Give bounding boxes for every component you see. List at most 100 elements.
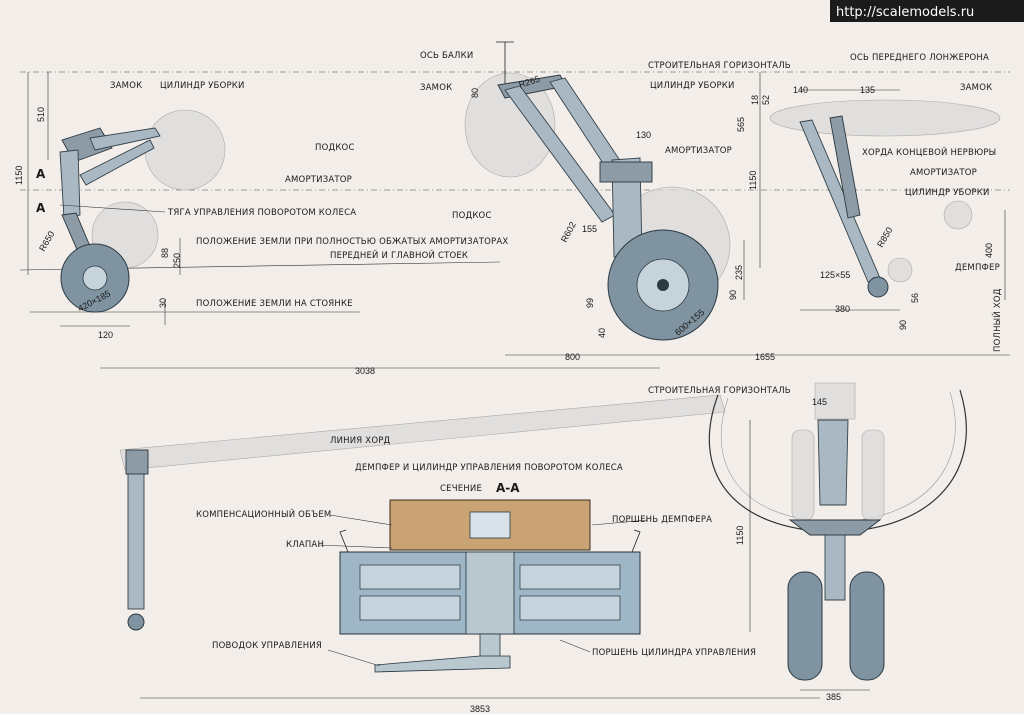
nose-front-upper-strut <box>817 419 849 506</box>
label-valve: КЛАПАН <box>286 540 324 550</box>
section-mark-a-2: А <box>36 201 46 215</box>
nose-front-wheel-right <box>849 571 885 681</box>
dim-18: 18 <box>750 95 760 105</box>
wing-tip-profile <box>769 99 1001 137</box>
label-brace-main: ПОДКОС <box>452 211 492 221</box>
leader-klapan <box>317 544 393 549</box>
leader-porshen-dempf <box>591 519 649 526</box>
control-cylinder-left-lower <box>359 595 461 621</box>
right-retract-cylinder <box>829 115 861 219</box>
left-pipe <box>339 529 349 553</box>
dim-510: 510 <box>36 107 46 122</box>
dim-r850: R850 <box>875 225 894 249</box>
dim-3853: 3853 <box>470 704 490 714</box>
label-retract-cyl-right: ЦИЛИНДР УБОРКИ <box>905 188 990 198</box>
section-mark-a-1: А <box>36 167 46 181</box>
control-cylinder-center <box>465 551 515 635</box>
main-gear-front-view <box>769 89 1006 311</box>
chord-strut-body <box>127 473 145 610</box>
dim-30: 30 <box>158 298 168 308</box>
control-arm <box>374 655 511 673</box>
label-lock-main: ЗАМОК <box>420 83 452 93</box>
dim-88: 88 <box>160 248 170 258</box>
label-full-stroke: ПОЛНЫЙ ХОД <box>991 288 1003 352</box>
label-section-aa: А-А <box>496 481 520 495</box>
label-datum-top: СТРОИТЕЛЬНАЯ ГОРИЗОНТАЛЬ <box>648 61 791 71</box>
dim-155: 155 <box>582 224 597 234</box>
dim-90-right: 90 <box>898 320 908 330</box>
control-cylinder-right-lower <box>519 595 621 621</box>
label-section: СЕЧЕНИЕ <box>440 484 482 494</box>
dim-52: 52 <box>761 95 771 105</box>
dim-56: 56 <box>910 293 920 303</box>
dim-385: 385 <box>826 692 841 702</box>
label-front-spar-axis: ОСЬ ПЕРЕДНЕГО ЛОНЖЕРОНА <box>850 53 989 63</box>
main-ghost-wheel-retracted <box>464 72 556 178</box>
label-steering-rod: ТЯГА УПРАВЛЕНИЯ ПОВОРОТОМ КОЛЕСА <box>167 208 356 218</box>
label-tip-rib-chord: ХОРДА КОНЦЕВОЙ НЕРВЮРЫ <box>862 146 996 158</box>
nose-front-wheel-left <box>787 571 823 681</box>
label-ground-compressed-2: ПЕРЕДНЕЙ И ГЛАВНОЙ СТОЕК <box>330 249 468 261</box>
dim-235: 235 <box>734 265 744 280</box>
control-cylinder-left-upper <box>359 564 461 590</box>
nose-steering-rod-line <box>59 204 166 213</box>
leader-povodok <box>327 649 381 667</box>
label-shock-right: АМОРТИЗАТОР <box>910 168 977 178</box>
label-retract-cyl-main: ЦИЛИНДР УБОРКИ <box>650 81 735 91</box>
tyre-size-right: 125×55 <box>820 270 850 280</box>
label-shock-nose: АМОРТИЗАТОР <box>285 175 352 185</box>
dim-140: 140 <box>793 85 808 95</box>
right-pipe <box>631 529 641 553</box>
dim-r602: R602 <box>559 220 578 244</box>
dim-80: 80 <box>470 88 480 98</box>
control-cylinder-right-upper <box>519 564 621 590</box>
main-gear-side-view <box>100 41 1010 369</box>
dim-3038: 3038 <box>355 366 375 376</box>
dim-145: 145 <box>812 397 827 407</box>
control-shaft <box>479 633 501 659</box>
damper-piston-core <box>469 511 511 539</box>
dim-565: 565 <box>736 117 746 132</box>
main-wheel-axle <box>657 279 669 291</box>
nose-gear-front-view <box>708 382 967 691</box>
right-damper-ghost <box>887 257 913 283</box>
leader-komp <box>329 514 393 526</box>
nose-front-yoke <box>788 519 882 536</box>
label-shock-main: АМОРТИЗАТОР <box>665 146 732 156</box>
label-control-arm: ПОВОДОК УПРАВЛЕНИЯ <box>212 641 322 651</box>
dim-400: 400 <box>984 243 994 258</box>
label-retract-cyl-nose: ЦИЛИНДР УБОРКИ <box>160 81 245 91</box>
dim-250: 250 <box>172 253 182 268</box>
label-damper-piston: ПОРШЕНЬ ДЕМПФЕРА <box>612 515 712 525</box>
label-damper-right: ДЕМПФЕР <box>955 263 1000 273</box>
label-datum-bottom: СТРОИТЕЛЬНАЯ ГОРИЗОНТАЛЬ <box>648 386 791 396</box>
nose-wheel-hub <box>82 265 108 291</box>
right-wheel-tyre <box>867 276 889 298</box>
label-compensation-volume: КОМПЕНСАЦИОННЫЙ ОБЪЕМ <box>196 508 331 520</box>
dim-380: 380 <box>835 304 850 314</box>
label-ground-parked: ПОЛОЖЕНИЕ ЗЕМЛИ НА СТОЯНКЕ <box>196 299 353 309</box>
dim-1150-mid: 1150 <box>748 171 758 190</box>
dim-40: 40 <box>597 328 607 338</box>
label-beam-axis: ОСЬ БАЛКИ <box>420 51 473 61</box>
label-ground-compressed-1: ПОЛОЖЕНИЕ ЗЕМЛИ ПРИ ПОЛНОСТЬЮ ОБЖАТЫХ АМ… <box>196 237 508 247</box>
right-ghost-wheel-small <box>943 200 973 230</box>
label-damper-title: ДЕМПФЕР И ЦИЛИНДР УПРАВЛЕНИЯ ПОВОРОТОМ К… <box>355 463 623 473</box>
dim-1655: 1655 <box>755 352 775 362</box>
nose-gear-view <box>27 72 226 327</box>
nose-shock-strut <box>59 149 81 219</box>
dim-135: 135 <box>860 85 875 95</box>
nose-brace <box>79 139 155 186</box>
watermark: http://scalemodels.ru <box>836 5 974 20</box>
dim-800: 800 <box>565 352 580 362</box>
leader-porshen-cyl <box>559 639 591 653</box>
dim-99: 99 <box>585 298 595 308</box>
label-brace-nose: ПОДКОС <box>315 143 355 153</box>
chord-strut-head <box>125 449 149 475</box>
nose-bay-box <box>814 382 856 420</box>
watermark-box <box>830 0 1024 22</box>
nose-bay-left-tank <box>791 429 815 521</box>
wing-chord-band <box>119 394 726 471</box>
label-chord-line: ЛИНИЯ ХОРД <box>330 436 391 446</box>
chord-line-view <box>119 394 820 699</box>
